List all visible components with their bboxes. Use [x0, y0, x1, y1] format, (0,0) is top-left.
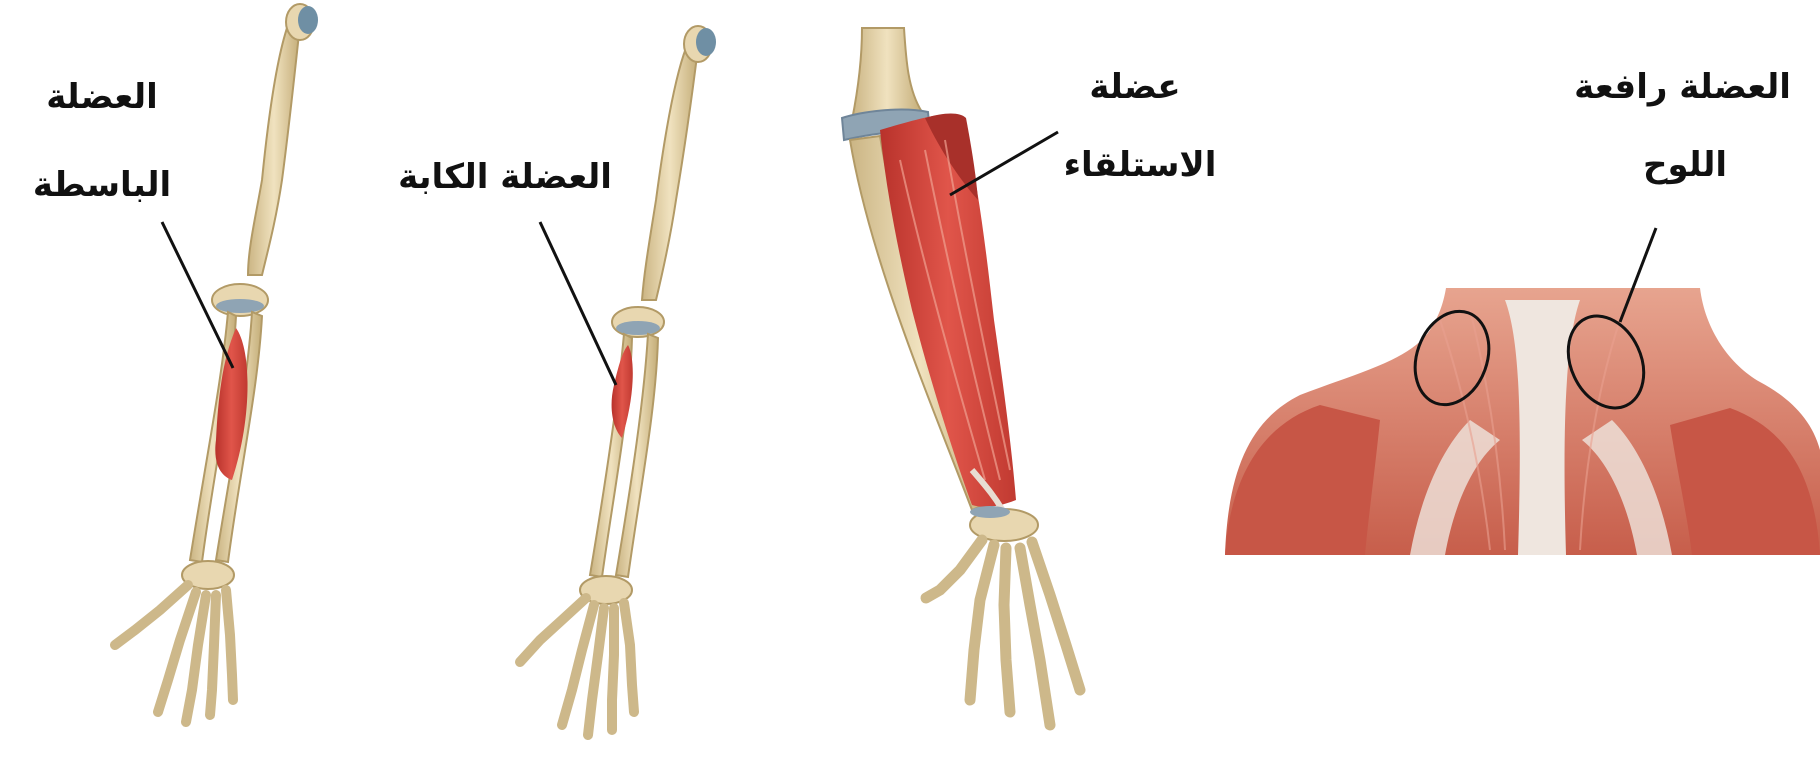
label-levator-line1: العضلة رافعة: [1550, 70, 1815, 104]
label-supinator-line1: عضلة: [1060, 70, 1210, 104]
label-extensor-line2: الباسطة: [22, 168, 182, 202]
forearm-muscle-illustration: [842, 28, 1080, 725]
label-extensor-line1: العضلة: [22, 80, 182, 114]
leader-line-flexor: [540, 222, 616, 385]
label-supinator-line2: الاستلقاء: [1040, 148, 1240, 182]
arm-bones-flexor: [520, 26, 716, 735]
label-flexor: العضلة الكابة: [370, 160, 640, 194]
label-levator-line2: اللوح: [1600, 148, 1770, 182]
upper-back-muscle-illustration: [1225, 288, 1820, 555]
